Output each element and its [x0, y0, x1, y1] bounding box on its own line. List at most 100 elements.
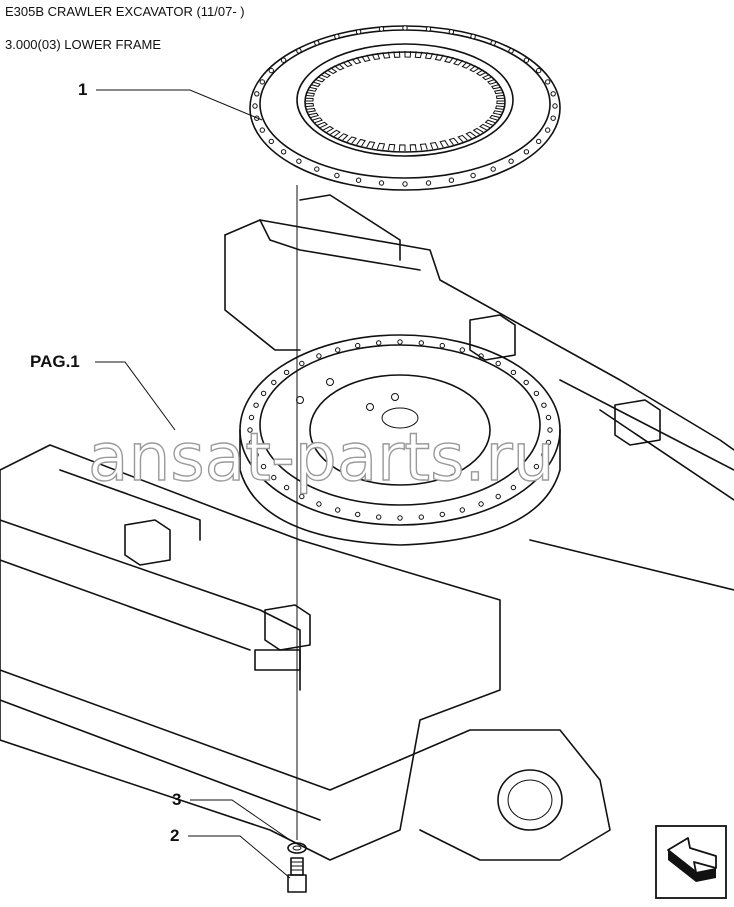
- mount-bolt-hole: [523, 379, 529, 386]
- mount-bolt-holes: [247, 339, 553, 521]
- ring-bolt-hole: [550, 91, 556, 97]
- gear-tooth: [398, 144, 406, 151]
- gear-tooth: [472, 127, 484, 135]
- guide-blocks: [124, 314, 661, 671]
- ring-bolt-hole: [490, 166, 496, 172]
- gear-tooth: [305, 92, 315, 97]
- ring-bolt-hole: [425, 26, 432, 32]
- mount-bolt-hole: [545, 439, 552, 446]
- mount-bolt-hole: [510, 484, 517, 491]
- mount-bolt-hole: [459, 347, 465, 353]
- ring-bolt-hole: [508, 158, 514, 164]
- gear-tooth: [366, 141, 376, 149]
- ring-bolt-hole: [470, 33, 476, 40]
- ring-bolt-hole: [355, 177, 362, 183]
- ring-bolt-hole: [252, 103, 258, 109]
- gear-tooth: [479, 123, 490, 131]
- page-subtitle: 3.000(03) LOWER FRAME: [5, 37, 162, 52]
- gear-tooth: [453, 58, 464, 66]
- gear-tooth: [439, 140, 449, 148]
- gear-tooth: [419, 143, 428, 151]
- mount-bolt-hole: [316, 353, 322, 359]
- gear-tooth: [429, 141, 439, 150]
- gear-tooth: [489, 114, 500, 121]
- gear-tooth: [409, 144, 417, 151]
- ring-bolt-hole: [425, 180, 432, 186]
- mount-bolt-hole: [545, 414, 552, 421]
- mount-bolt-hole: [478, 501, 484, 507]
- ring-bolt-hole: [448, 177, 455, 183]
- gear-tooth: [323, 125, 335, 133]
- ring-bolt-hole: [490, 40, 496, 46]
- rear-boss-drawing: [399, 729, 611, 861]
- ring-bolt-hole: [508, 48, 514, 54]
- gear-tooth: [312, 117, 323, 124]
- ring-bolt-hole: [314, 40, 320, 46]
- gear-tooth: [351, 56, 362, 65]
- lower-frame-drawing: [0, 194, 734, 861]
- ring-bolt-hole: [296, 158, 302, 164]
- ring-bolt-hole: [259, 127, 265, 133]
- ring-bolt-hole: [268, 67, 274, 74]
- ring-bolt-hole: [334, 33, 340, 40]
- gear-tooth: [492, 110, 503, 116]
- ring-bolt-hole: [545, 79, 551, 85]
- gear-tooth: [307, 86, 318, 92]
- mount-bolt-hole: [271, 379, 277, 386]
- mount-bolt-hole: [541, 452, 547, 458]
- ring-bolt-hole: [280, 149, 287, 155]
- ring-bolt-hole: [254, 91, 260, 97]
- gear-tooth: [361, 54, 371, 62]
- mount-bolt-hole: [247, 427, 253, 433]
- mount-bolt-hole: [253, 452, 259, 458]
- navigation-arrow-icon[interactable]: [655, 825, 727, 899]
- mount-bolt-hole: [397, 339, 403, 345]
- leader-lines: [95, 89, 291, 879]
- mount-bolt-hole: [271, 474, 277, 481]
- gear-tooth: [305, 97, 314, 102]
- gear-tooth: [444, 55, 454, 64]
- ring-bolt-hole: [268, 138, 274, 145]
- mount-bolt-hole: [376, 340, 382, 346]
- gear-tooth: [356, 138, 366, 147]
- gear-tooth: [330, 129, 341, 137]
- gear-tooth: [414, 51, 423, 59]
- ring-bolt-hole: [545, 127, 551, 133]
- mount-bolt-hole: [533, 463, 540, 470]
- gear-tooth: [387, 143, 396, 151]
- ring-bolt-hole: [402, 181, 408, 187]
- gear-tooth: [465, 131, 477, 139]
- mount-bolt-hole: [316, 501, 322, 507]
- gear-tooth: [342, 59, 353, 68]
- callout-item-1: 1: [78, 80, 87, 99]
- ring-bolt-holes: [252, 25, 558, 187]
- ring-bolt-hole: [280, 57, 287, 63]
- mount-bolt-hole: [299, 360, 305, 367]
- mount-bolt-hole: [248, 439, 255, 446]
- mount-bolt-hole: [541, 402, 547, 408]
- mount-bolt-hole: [439, 511, 445, 518]
- gear-tooth: [481, 73, 493, 81]
- gear-tooth: [308, 112, 320, 118]
- gear-tooth: [457, 134, 468, 143]
- mount-bolt-hole: [283, 484, 290, 491]
- mount-bolt-hole: [439, 342, 445, 349]
- mount-bolt-hole: [495, 360, 501, 367]
- ring-bolt-hole: [355, 29, 362, 35]
- ring-bolt-hole: [334, 172, 340, 179]
- mount-bolt-hole: [335, 347, 341, 353]
- mount-bolt-hole: [418, 514, 424, 520]
- gear-tooth: [310, 81, 321, 88]
- gear-tooth: [475, 69, 487, 77]
- ring-bolt-hole: [378, 26, 385, 32]
- gear-tooth: [317, 121, 329, 129]
- ring-bolt-hole: [259, 79, 265, 85]
- gear-tooth: [306, 107, 317, 113]
- gear-tooth: [424, 52, 434, 60]
- mount-bolt-hole: [299, 493, 305, 500]
- gear-tooth: [487, 78, 498, 85]
- mount-bolt-hole: [283, 369, 290, 376]
- gear-tooth: [371, 52, 381, 61]
- mount-bolt-hole: [253, 402, 259, 408]
